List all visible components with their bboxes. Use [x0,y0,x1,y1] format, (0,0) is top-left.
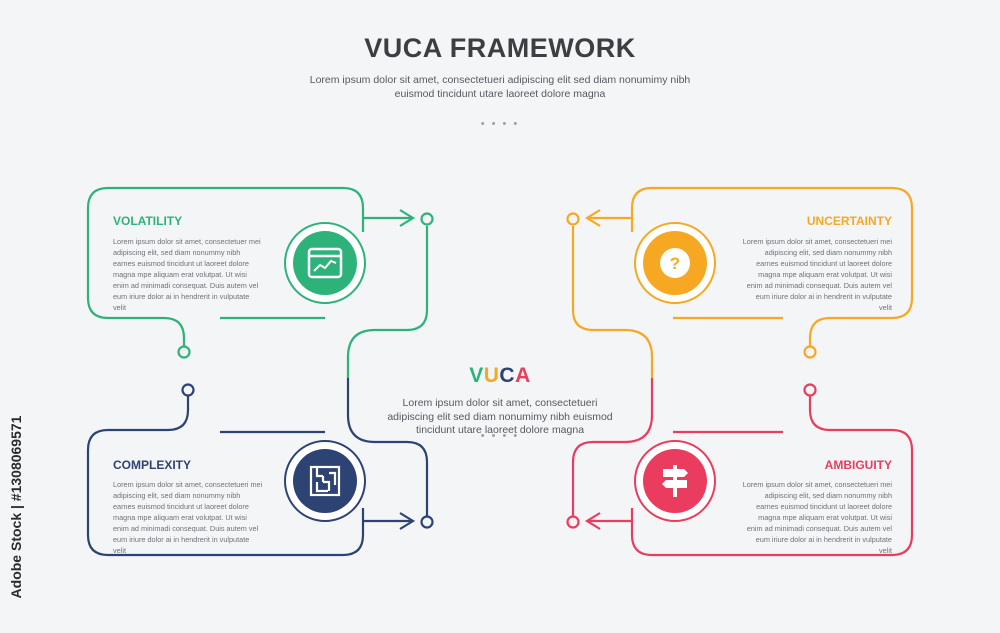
center-description: Lorem ipsum dolor sit amet, consectetuer… [387,397,613,436]
ambiguity-icon-badge [643,449,707,513]
page-title: VUCA FRAMEWORK [364,33,636,63]
volatility-connector [86,186,429,378]
volatility-icon-badge [293,231,357,295]
header-dots: • • • • [480,118,520,130]
maze-icon [309,465,341,497]
uncertainty-connector [571,186,914,378]
signpost-icon [662,465,688,497]
svg-text:?: ? [670,254,680,273]
center-letter-a: A [515,364,531,387]
watermark-text: Adobe Stock | #1308069571 [8,415,24,599]
page-subtitle: Lorem ipsum dolor sit amet, consectetuer… [309,74,691,100]
center-title: VUCA [430,364,570,388]
volatility-title: VOLATILITY [113,214,183,228]
uncertainty-body: Lorem ipsum dolor sit amet, consectetuer… [742,237,892,312]
ambiguity-body: Lorem ipsum dolor sit amet, consectetuer… [742,480,892,555]
complexity-title: COMPLEXITY [113,458,192,472]
stock-watermark: Adobe Stock | #1308069571 [6,390,26,625]
center-dots: • • • • [480,430,520,442]
complexity-body: Lorem ipsum dolor sit amet, consectetuer… [113,480,263,555]
uncertainty-node [803,345,817,359]
uncertainty-icon-badge: ? [643,231,707,295]
uncertainty-arrow-node [566,212,580,226]
complexity-connector [86,378,429,557]
center-letter-v: V [469,364,484,387]
chart-window-icon [307,247,343,279]
volatility-body: Lorem ipsum dolor sit amet, consectetuer… [113,237,261,312]
center-letter-c: C [499,364,516,387]
complexity-node [181,383,195,397]
complexity-icon-badge [293,449,357,513]
ambiguity-arrow-node [566,515,580,529]
question-icon: ? [660,248,690,278]
ambiguity-connector [571,378,914,557]
volatility-node [177,345,191,359]
center-letter-u: U [483,364,500,387]
ambiguity-node [803,383,817,397]
ambiguity-title: AMBIGUITY [824,458,892,472]
uncertainty-title: UNCERTAINTY [806,214,892,228]
volatility-arrow-node [420,212,434,226]
complexity-arrow-node [420,515,434,529]
